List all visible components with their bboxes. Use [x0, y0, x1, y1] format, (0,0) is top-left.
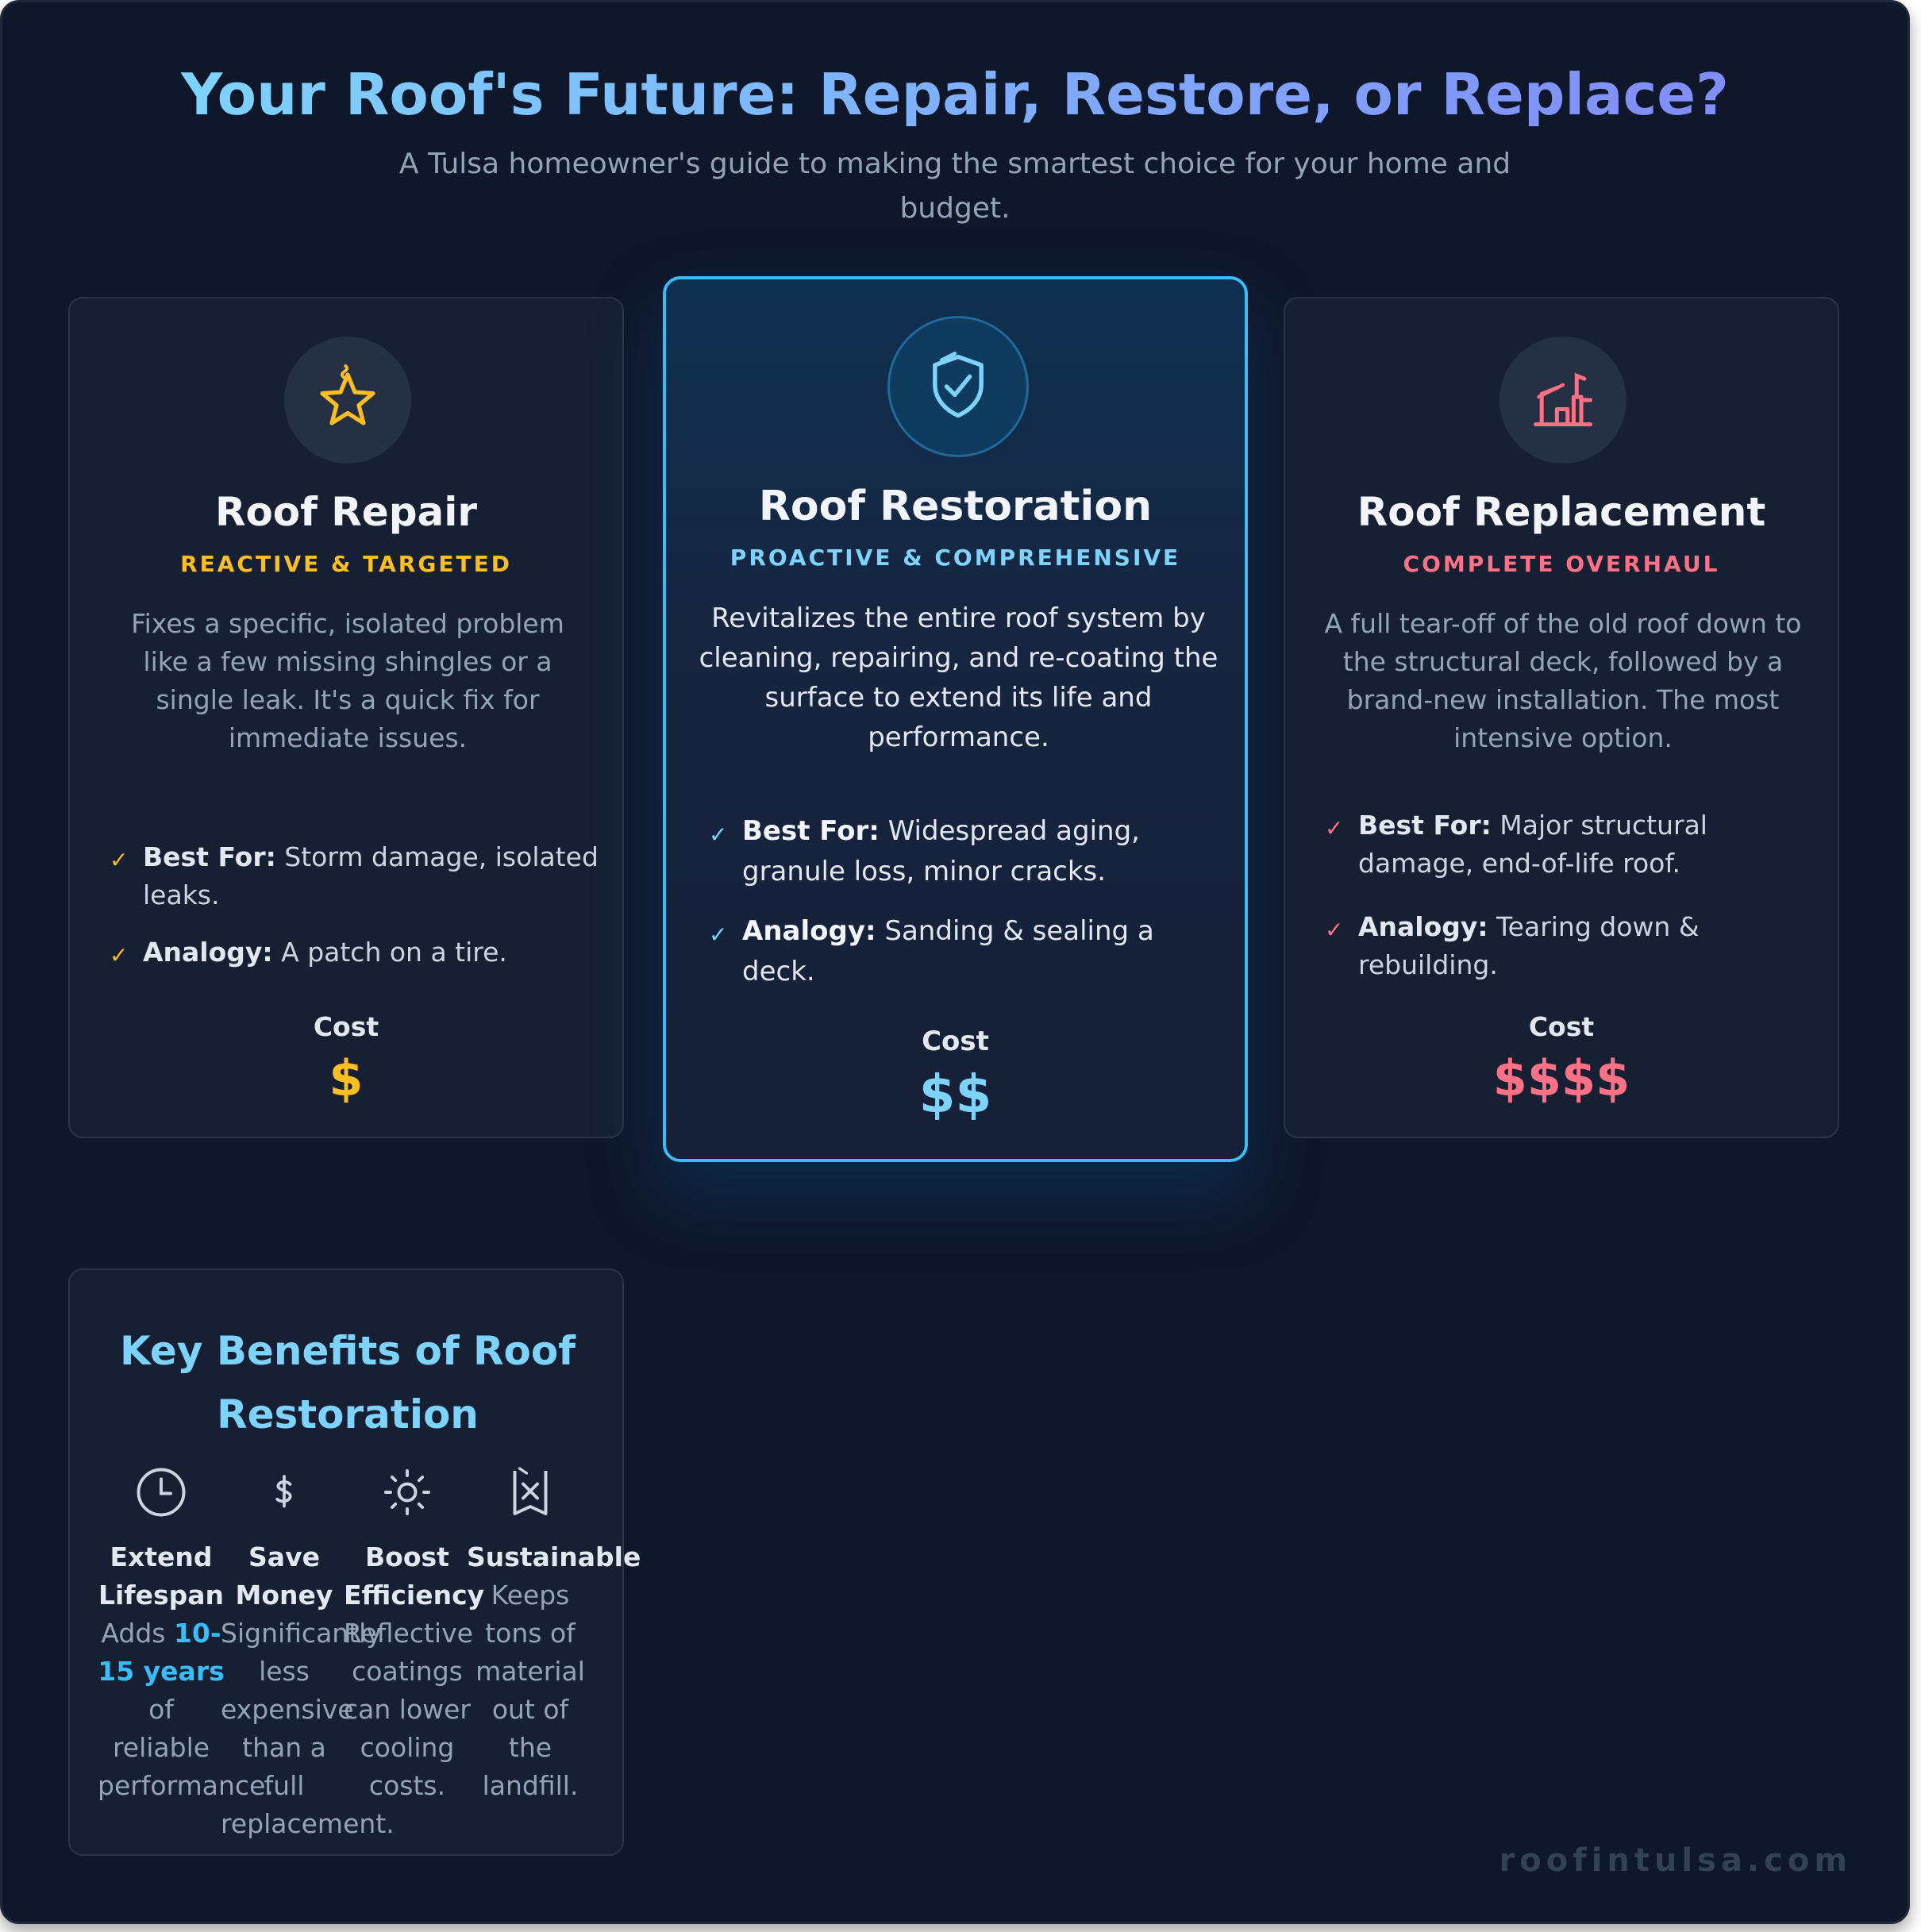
- clock-icon: [98, 1461, 225, 1524]
- page-title: Your Roof's Future: Repair, Restore, or …: [181, 61, 1729, 128]
- sun-icon: [344, 1461, 471, 1524]
- card-description: Revitalizes the entire roof system by cl…: [699, 602, 1218, 753]
- check-icon: ✓: [1325, 815, 1344, 841]
- card-tag: REACTIVE & TARGETED: [180, 551, 512, 577]
- benefits-title: Key Benefits of Roof Restoration: [120, 1328, 576, 1437]
- cost-label: Cost: [313, 1011, 379, 1042]
- cost-value: $$: [918, 1064, 992, 1125]
- benefit-boost-efficiency: Boost Efficiency Reflective coatings can…: [344, 1461, 484, 1805]
- lifespan-highlight: 10-15 years: [98, 1618, 225, 1687]
- page-subtitle: A Tulsa homeowner's guide to making the …: [398, 148, 1511, 225]
- card-key-benefits: Key Benefits of Roof Restoration Extend …: [68, 1268, 641, 1856]
- card-roof-replacement: Roof Replacement COMPLETE OVERHAUL A ful…: [1284, 297, 1839, 1138]
- card-roof-repair: Roof Repair REACTIVE & TARGETED Fixes a …: [68, 297, 624, 1138]
- point-best-for: ✓ Best For: Widespread aging, granule lo…: [709, 815, 1140, 887]
- dollar-icon: [221, 1461, 348, 1524]
- card-description: Fixes a specific, isolated problem like …: [131, 608, 564, 753]
- point-best-for: ✓ Best For: Storm damage, isolated leaks…: [110, 841, 599, 910]
- footer-brand: roofintulsa.com: [1499, 1842, 1852, 1879]
- cost-value: $$$$: [1492, 1049, 1630, 1107]
- recycle-document-icon: [467, 1461, 594, 1524]
- card-title: Roof Repair: [214, 489, 478, 535]
- check-icon: ✓: [709, 922, 728, 948]
- point-analogy: ✓ Analogy: A patch on a tire.: [110, 933, 603, 972]
- point-analogy: ✓ Analogy: Sanding & sealing a deck.: [709, 915, 1154, 987]
- building-icon: [1499, 337, 1626, 464]
- cost-label: Cost: [922, 1026, 989, 1057]
- point-analogy: ✓ Analogy: Tearing down & rebuilding.: [1325, 911, 1700, 980]
- star-icon: [284, 337, 411, 464]
- card-description: A full tear-off of the old roof down to …: [1324, 608, 1802, 753]
- benefit-sustainable: Sustainable Keeps tons of material out o…: [467, 1461, 641, 1805]
- card-title: Roof Replacement: [1357, 489, 1766, 535]
- benefit-save-money: Save Money Significantly less expensive …: [221, 1461, 395, 1843]
- cost-label: Cost: [1528, 1011, 1595, 1042]
- check-icon: ✓: [709, 822, 728, 848]
- cost-value: $: [329, 1049, 364, 1107]
- point-best-for: ✓ Best For: Major structural damage, end…: [1325, 810, 1707, 879]
- card-title: Roof Restoration: [758, 483, 1153, 530]
- card-tag: PROACTIVE & COMPREHENSIVE: [730, 545, 1181, 571]
- card-tag: COMPLETE OVERHAUL: [1403, 551, 1720, 577]
- check-icon: ✓: [110, 847, 129, 873]
- benefit-extend-lifespan: Extend Lifespan Adds 10-15 years of reli…: [98, 1461, 274, 1805]
- shield-check-icon: [887, 316, 1029, 457]
- check-icon: ✓: [110, 942, 129, 968]
- card-roof-restoration: Roof Restoration PROACTIVE & COMPREHENSI…: [663, 276, 1248, 1162]
- check-icon: ✓: [1325, 917, 1344, 943]
